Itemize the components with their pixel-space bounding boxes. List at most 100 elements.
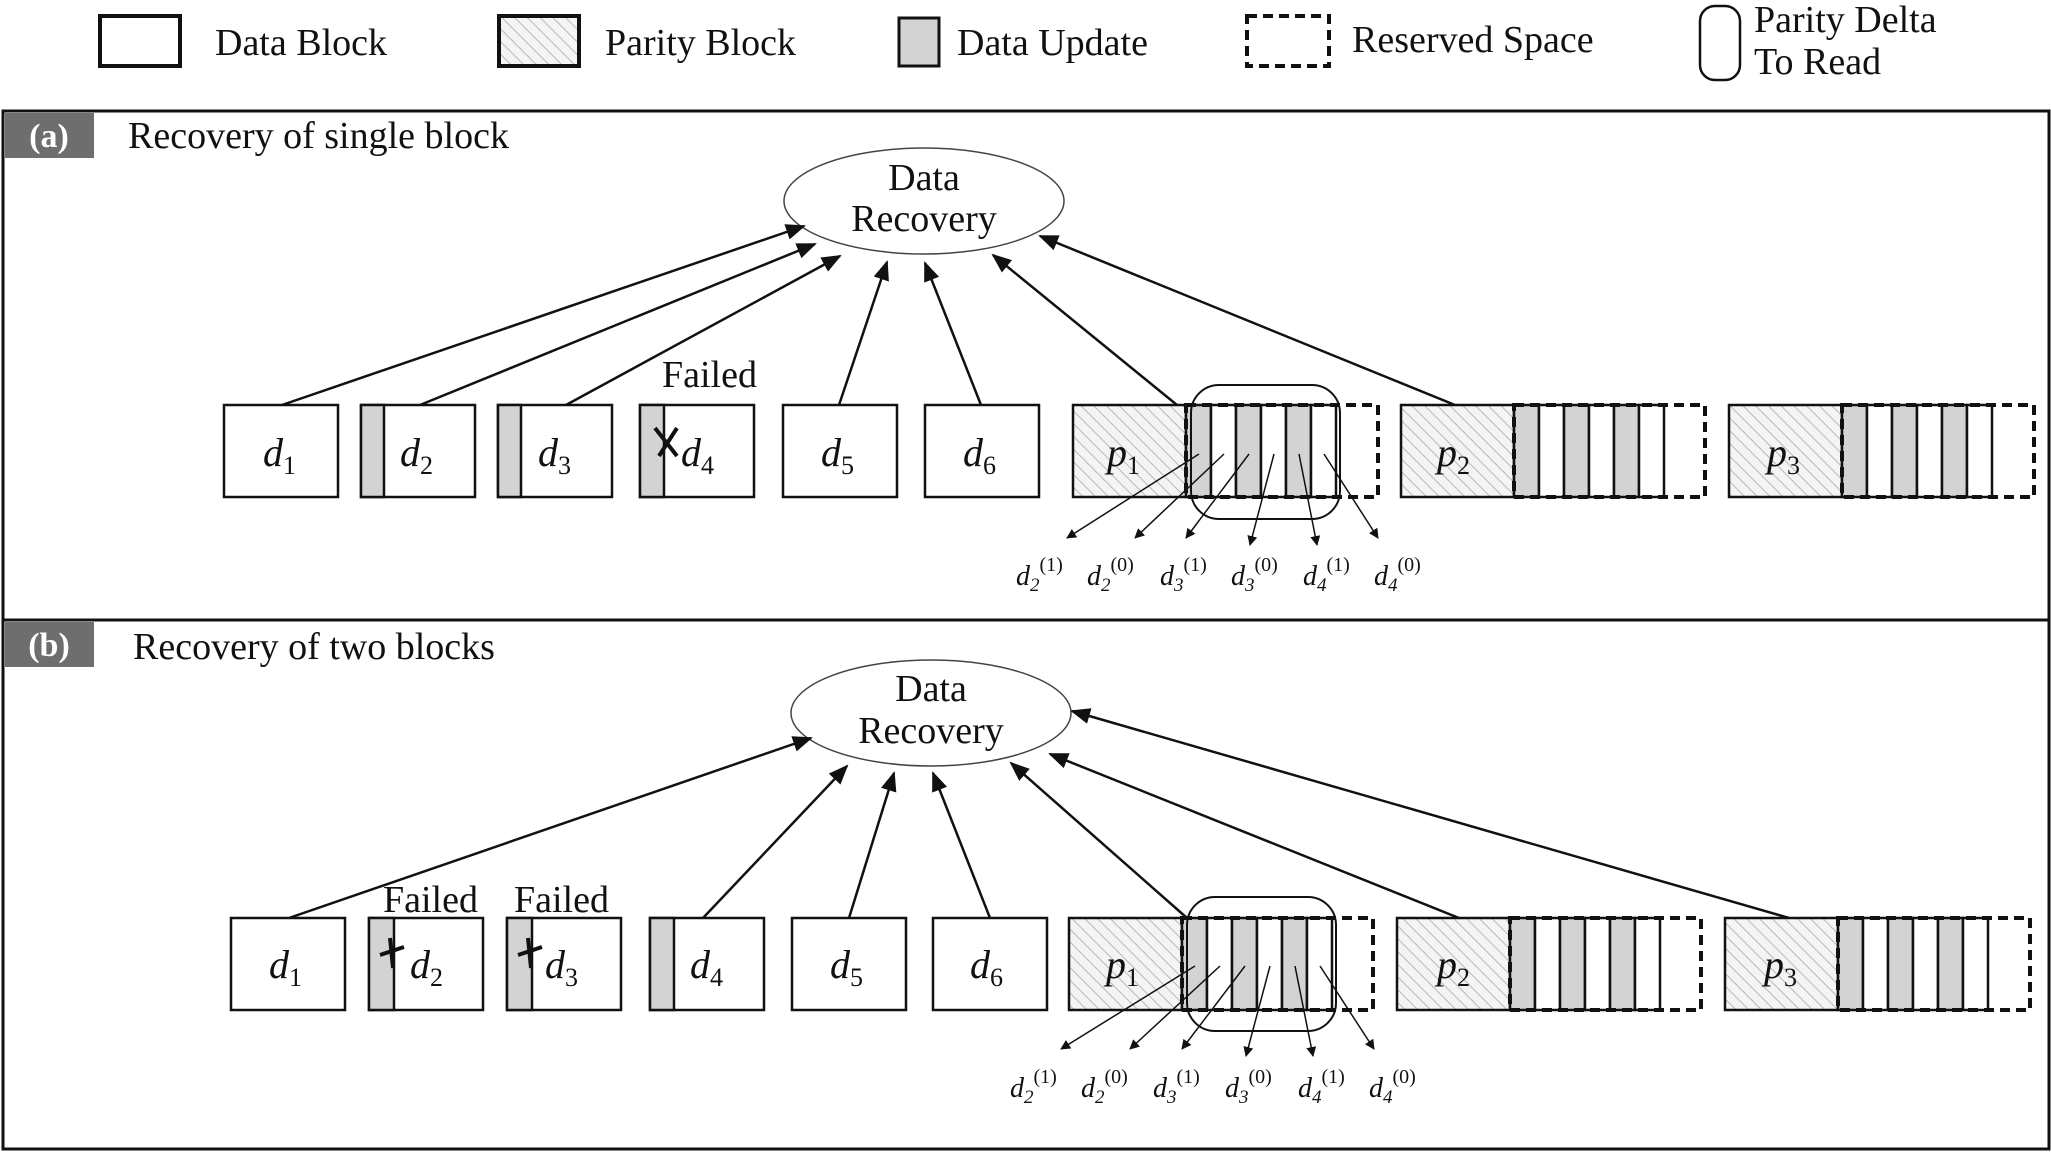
block-label: d6 bbox=[963, 430, 996, 480]
block-label: d6 bbox=[970, 942, 1003, 992]
reserved-space bbox=[1836, 916, 2032, 1012]
delta-arrow bbox=[1129, 965, 1221, 1050]
legend-parity-delta: Parity Delta To Read bbox=[1698, 0, 1937, 83]
arrow-d3 bbox=[565, 254, 842, 407]
parity-delta-update bbox=[1940, 403, 1969, 499]
data-update-strip bbox=[359, 403, 386, 499]
failed-cross-icon bbox=[379, 937, 405, 969]
parity-delta-update bbox=[1890, 403, 1919, 499]
legend-parity-delta-label-2: To Read bbox=[1754, 41, 1881, 83]
panel-b-recovery-arrows bbox=[288, 708, 1790, 920]
reserved-space-swatch bbox=[1245, 14, 1331, 68]
delta-arrow bbox=[1319, 965, 1375, 1050]
block-label: d5 bbox=[830, 942, 863, 992]
legend-parity-block-label: Parity Block bbox=[605, 22, 796, 64]
block-label: d4 bbox=[690, 942, 723, 992]
legend-data-update-label: Data Update bbox=[957, 22, 1148, 64]
legend-data-block-label: Data Block bbox=[215, 22, 387, 64]
data-recovery-label-2: Recovery bbox=[858, 710, 1004, 752]
parity-delta-update bbox=[1280, 916, 1309, 1012]
parity-delta bbox=[1533, 916, 1562, 1012]
panel-a-d4: d4 bbox=[638, 403, 756, 499]
arrow-p1 bbox=[991, 253, 1178, 406]
delta-arrow bbox=[1243, 965, 1271, 1057]
delta-arrow bbox=[1185, 453, 1250, 539]
block-label: p2 bbox=[1434, 942, 1470, 992]
panel-b-d5: d5 bbox=[790, 916, 908, 1012]
parity-delta-to-read-outline bbox=[1186, 896, 1337, 1032]
parity-delta bbox=[1865, 403, 1894, 499]
parity-delta bbox=[1633, 916, 1662, 1012]
block-label: d3 bbox=[545, 942, 578, 992]
parity-delta bbox=[1911, 916, 1940, 1012]
delta-arrow bbox=[1066, 453, 1200, 539]
arrow-p2 bbox=[1038, 234, 1456, 407]
block-label: p1 bbox=[1103, 942, 1139, 992]
parity-delta-update bbox=[1840, 403, 1869, 499]
panel-b-delta-labels: d2(1) d2(0) d3(1) d3(0) d4(1) d4(0) bbox=[1010, 1066, 1416, 1108]
reserved-space bbox=[1184, 403, 1380, 499]
delta-arrow bbox=[1298, 453, 1321, 546]
parity-delta-update bbox=[1562, 403, 1591, 499]
panel-a-failed-label: Failed bbox=[662, 354, 757, 396]
delta-label: d2(1) bbox=[1016, 554, 1063, 596]
panel-b-title: Recovery of two blocks bbox=[133, 626, 495, 668]
data-block bbox=[923, 403, 1041, 499]
parity-delta-update bbox=[1234, 403, 1263, 499]
reserved-space bbox=[1508, 916, 1703, 1012]
data-update-strip bbox=[496, 403, 523, 499]
legend-data-block: Data Block bbox=[98, 14, 387, 68]
reserved-space bbox=[1840, 403, 2036, 499]
parity-block bbox=[1723, 916, 1840, 1012]
delta-label: d3(1) bbox=[1153, 1066, 1200, 1108]
data-recovery-label-1: Data bbox=[895, 668, 967, 710]
panel-b-delta-arrows bbox=[1060, 965, 1375, 1057]
data-recovery-label-1: Data bbox=[888, 157, 960, 199]
arrow-p3 bbox=[1070, 708, 1790, 920]
parity-delta-update bbox=[1558, 916, 1587, 1012]
panel-a-p1: p1 bbox=[1071, 384, 1380, 520]
block-label: p3 bbox=[1764, 430, 1800, 480]
failed-cross-icon bbox=[517, 937, 543, 969]
data-block bbox=[931, 916, 1049, 1012]
panel-b-d4: d4 bbox=[648, 916, 766, 1012]
panel-a-d1: d1 bbox=[222, 403, 340, 499]
parity-delta-update bbox=[1284, 403, 1313, 499]
parity-delta bbox=[1209, 403, 1238, 499]
panel-a-d6: d6 bbox=[923, 403, 1041, 499]
parity-delta-update bbox=[1936, 916, 1965, 1012]
panel-b-tag: (b) bbox=[28, 627, 70, 664]
block-label: d5 bbox=[821, 430, 854, 480]
parity-delta-update bbox=[1512, 403, 1541, 499]
panel-a-delta-arrows bbox=[1066, 453, 1379, 546]
delta-arrow bbox=[1247, 453, 1275, 546]
parity-delta bbox=[1309, 403, 1338, 499]
data-block bbox=[781, 403, 899, 499]
delta-label: d3(1) bbox=[1160, 554, 1207, 596]
figure-frame bbox=[1, 109, 2051, 1151]
delta-label: d3(0) bbox=[1231, 554, 1278, 596]
panel-a: (a) Recovery of single block Data Recove… bbox=[5, 113, 2036, 596]
panel-a-d2: d2 bbox=[359, 403, 477, 499]
arrow-d6 bbox=[931, 771, 992, 919]
panel-a-d3: d3 bbox=[496, 403, 614, 499]
delta-label: d4(0) bbox=[1374, 554, 1421, 596]
block-label: p2 bbox=[1434, 430, 1470, 480]
parity-block bbox=[1395, 916, 1512, 1012]
data-update-strip bbox=[367, 916, 396, 1012]
parity-delta-swatch bbox=[1698, 4, 1742, 82]
parity-block bbox=[1071, 403, 1188, 499]
panel-a-title: Recovery of single block bbox=[128, 115, 509, 157]
parity-delta bbox=[1961, 916, 1990, 1012]
parity-block-swatch bbox=[497, 14, 581, 68]
block-label: d2 bbox=[400, 430, 433, 480]
data-block-swatch bbox=[98, 14, 182, 68]
delta-arrow bbox=[1134, 453, 1225, 539]
block-label: d1 bbox=[269, 942, 302, 992]
block-label: d1 bbox=[263, 430, 296, 480]
parity-delta bbox=[1637, 403, 1666, 499]
legend: Data Block Parity Block Data Update Rese… bbox=[98, 0, 1937, 83]
panel-a-p2: p2 bbox=[1399, 403, 1707, 499]
delta-label: d2(0) bbox=[1087, 554, 1134, 596]
panel-b-tag-box bbox=[5, 622, 94, 667]
